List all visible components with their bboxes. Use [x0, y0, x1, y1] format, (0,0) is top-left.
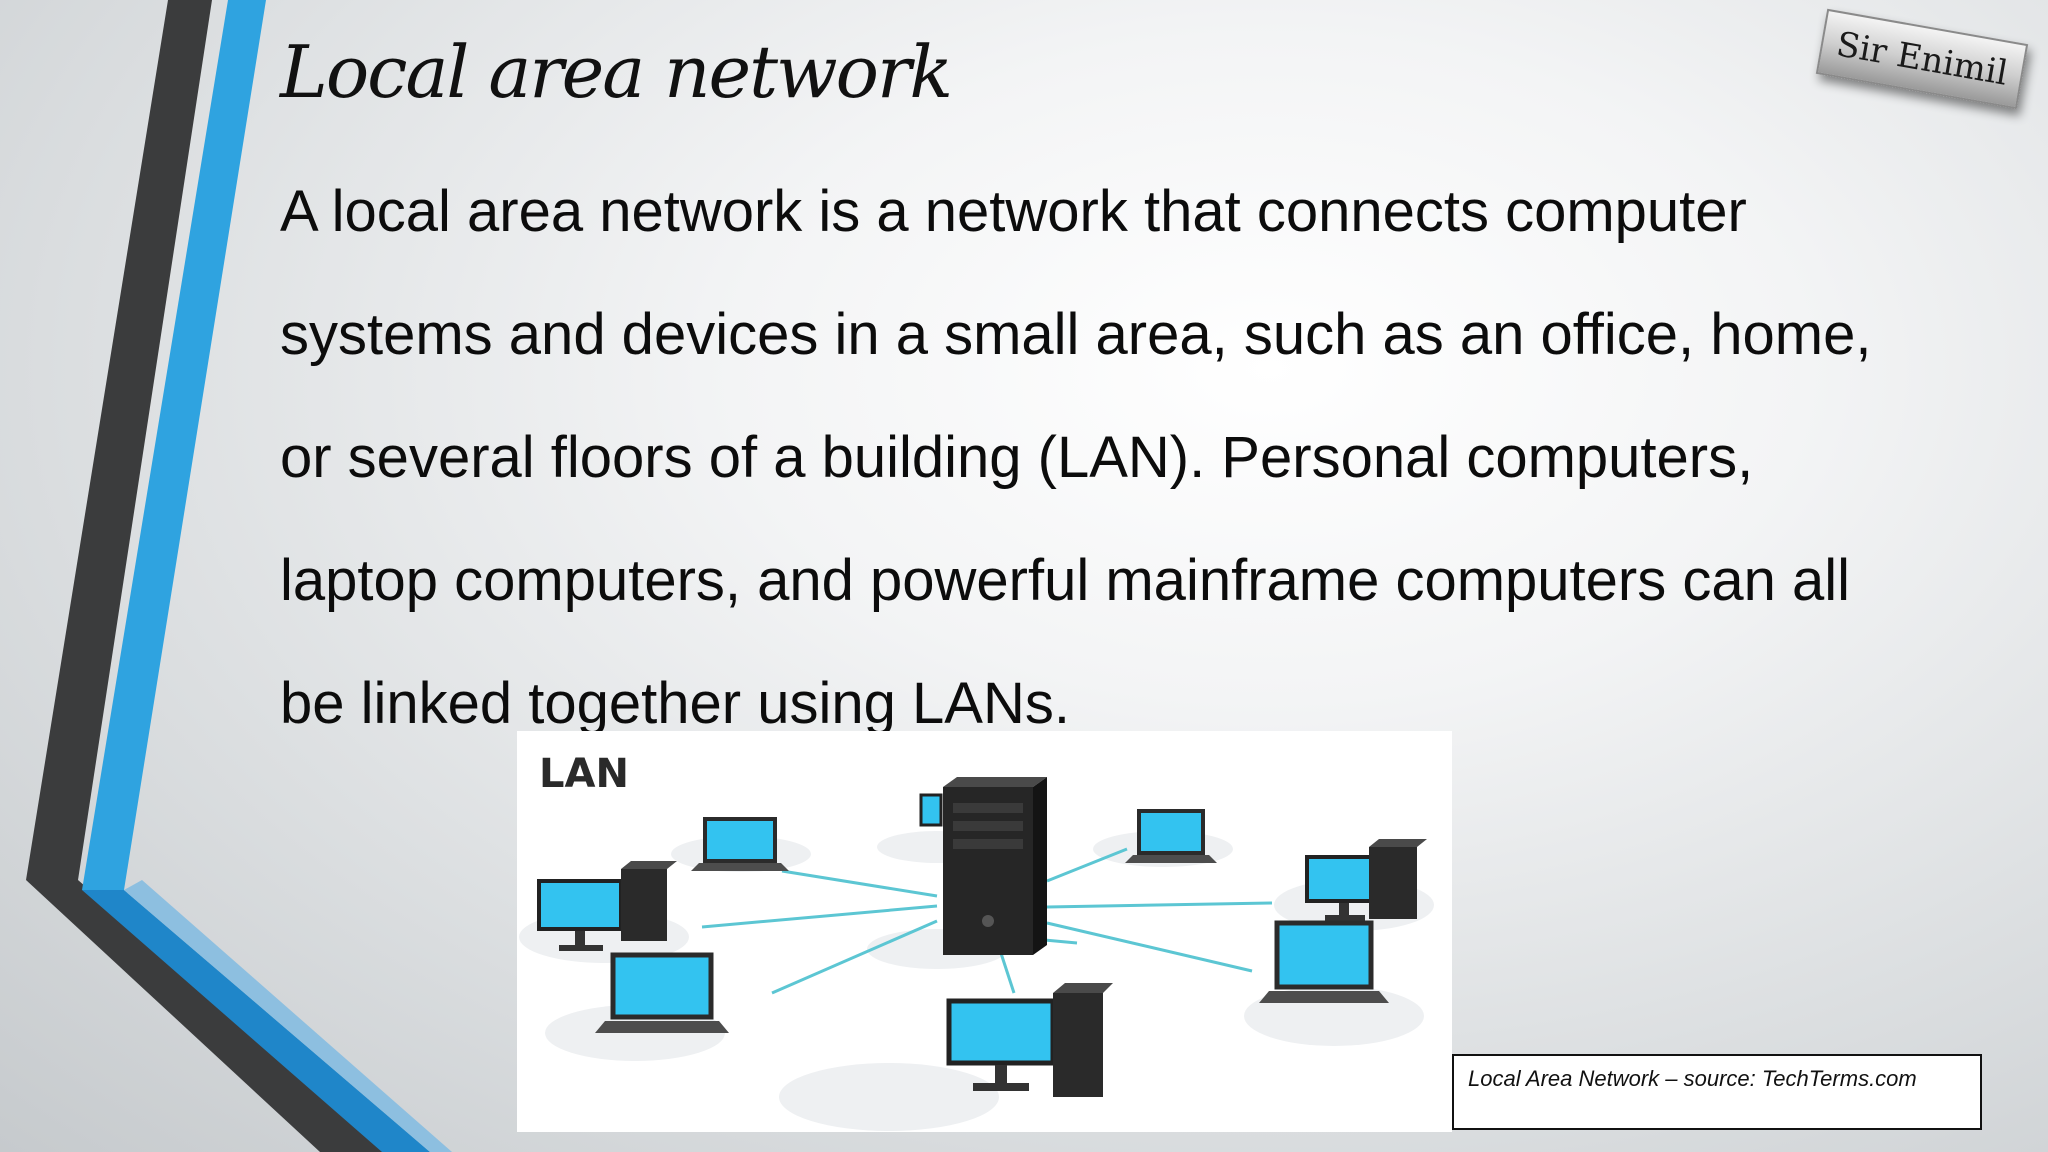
- laptop-icon: [595, 952, 729, 1033]
- blue-stripe-upper: [82, 0, 266, 890]
- server-icon: [919, 777, 1047, 955]
- slide-body-text: A local area network is a network that c…: [280, 179, 1872, 736]
- laptop-icon: [1125, 809, 1217, 863]
- laptop-icon: [1259, 920, 1389, 1003]
- desktop-icon: [1305, 839, 1427, 921]
- lan-diagram: LAN: [517, 731, 1452, 1132]
- desktop-icon: [537, 861, 677, 951]
- desktop-icon: [946, 983, 1113, 1097]
- dark-stripe-upper: [26, 0, 212, 880]
- lan-label: LAN: [539, 751, 629, 797]
- lan-diagram-graphic: [519, 777, 1434, 1131]
- light-stripe-bottom: [124, 880, 452, 1152]
- slide-title: Local area network: [280, 30, 953, 114]
- blue-stripe-lower: [82, 890, 430, 1152]
- laptop-icon: [691, 817, 789, 871]
- dark-stripe-lower: [26, 880, 390, 1152]
- figure-caption: Local Area Network – source: TechTerms.c…: [1452, 1054, 1982, 1130]
